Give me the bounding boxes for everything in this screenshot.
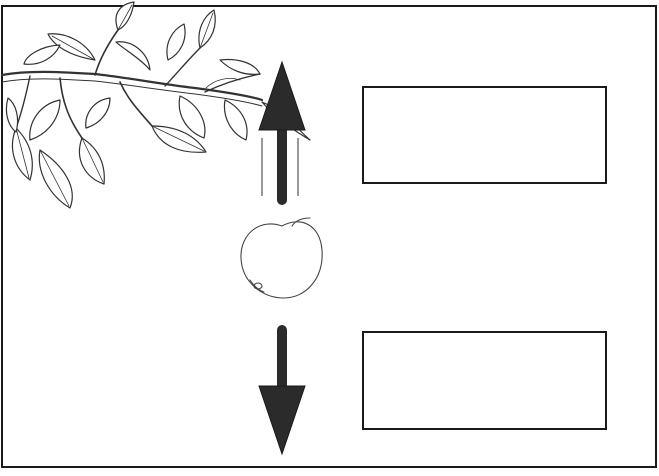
lower-force-label-box[interactable] bbox=[362, 331, 607, 430]
branch-icon bbox=[0, 1, 311, 209]
diagram-frame bbox=[1, 5, 657, 468]
upper-force-label-box[interactable] bbox=[362, 86, 607, 184]
apple-icon bbox=[240, 217, 323, 299]
arrow-up-icon bbox=[258, 60, 306, 205]
arrow-down-icon bbox=[258, 325, 306, 456]
